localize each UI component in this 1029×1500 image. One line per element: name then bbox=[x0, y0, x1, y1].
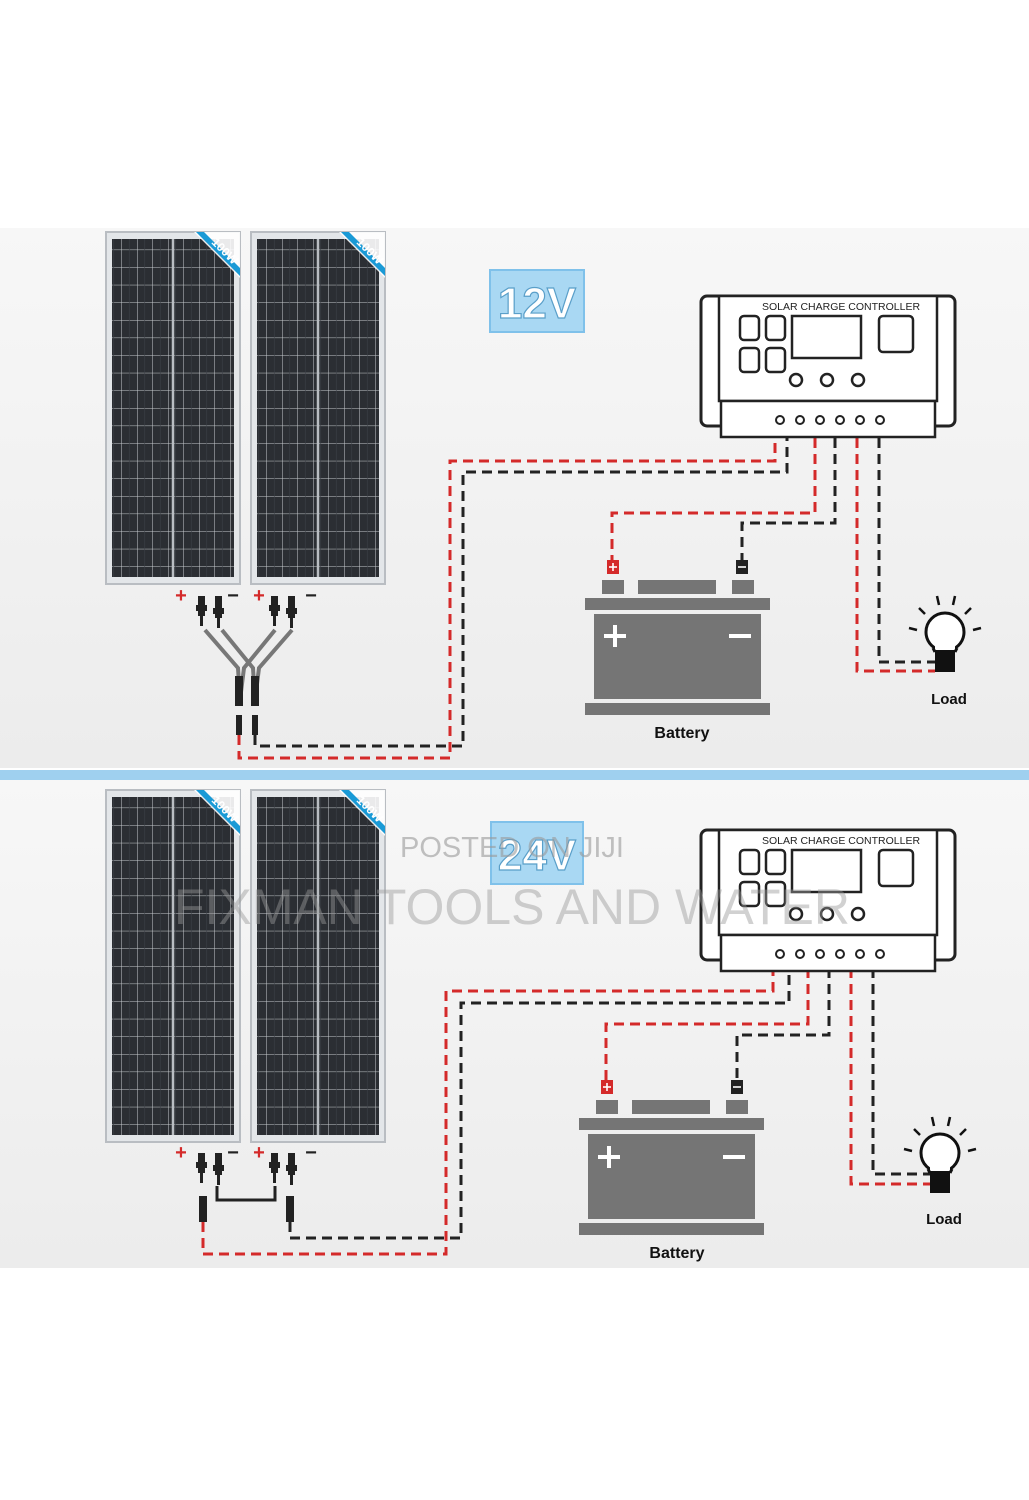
top-panel-2-plus: + bbox=[253, 585, 265, 607]
bottom-panel-2-plus: + bbox=[253, 1142, 265, 1164]
top-panel-1-plus: + bbox=[175, 585, 187, 607]
top-panel-1 bbox=[104, 230, 242, 586]
bottom-panel-1-minus: − bbox=[227, 1142, 239, 1164]
watermark-line1: POSTED ON JIJI bbox=[400, 832, 624, 864]
top-y-minus-plug bbox=[251, 676, 259, 706]
bottom-battery-label: Battery bbox=[649, 1245, 704, 1262]
bottom-output-minus-plug bbox=[286, 1196, 294, 1222]
top-voltage-badge bbox=[489, 269, 585, 333]
bottom-series-jumper bbox=[215, 1186, 277, 1202]
bottom-battery bbox=[579, 1080, 764, 1235]
section-divider bbox=[0, 770, 1029, 780]
bottom-voltage-label: 24V bbox=[498, 831, 577, 880]
top-panel-1-minus: − bbox=[227, 585, 239, 607]
top-battery-label: Battery bbox=[654, 725, 709, 742]
top-charge-controller bbox=[699, 294, 957, 439]
top-load-negative-wire bbox=[877, 438, 935, 664]
bottom-charge-controller bbox=[699, 828, 957, 973]
bottom-controller-label: SOLAR CHARGE CONTROLLER bbox=[762, 835, 921, 847]
bottom-load-positive-wire bbox=[849, 968, 930, 1186]
top-panel-negative-wire bbox=[253, 438, 789, 748]
top-battery bbox=[585, 560, 770, 715]
bottom-output-plus-plug bbox=[199, 1196, 207, 1222]
bottom-load-label: Load bbox=[926, 1211, 962, 1228]
bottom-panel-2 bbox=[249, 788, 387, 1144]
top-y-plus-plug bbox=[235, 676, 243, 706]
top-battery-negative-wire bbox=[740, 438, 837, 560]
top-panel-positive-wire bbox=[237, 438, 777, 760]
bottom-load-negative-wire bbox=[871, 968, 930, 1176]
watermark-line2: FIXMAN TOOLS AND WATER bbox=[174, 879, 850, 935]
bottom-battery-negative-wire bbox=[735, 968, 831, 1080]
top-load-positive-wire bbox=[855, 438, 935, 673]
bottom-panel-positive-wire bbox=[201, 968, 775, 1256]
top-panel-2 bbox=[249, 230, 387, 586]
bottom-panel-1 bbox=[104, 788, 242, 1144]
bottom-panel-2-minus: − bbox=[305, 1142, 317, 1164]
top-controller-label: SOLAR CHARGE CONTROLLER bbox=[762, 301, 921, 313]
top-load-label: Load bbox=[931, 691, 967, 708]
top-battery-positive-wire bbox=[610, 438, 817, 560]
bottom-voltage-badge bbox=[490, 821, 584, 885]
bottom-panel-negative-wire bbox=[288, 968, 791, 1240]
top-voltage-label: 12V bbox=[498, 279, 577, 328]
bottom-panel-1-plus: + bbox=[175, 1142, 187, 1164]
top-panel-2-minus: − bbox=[305, 585, 317, 607]
